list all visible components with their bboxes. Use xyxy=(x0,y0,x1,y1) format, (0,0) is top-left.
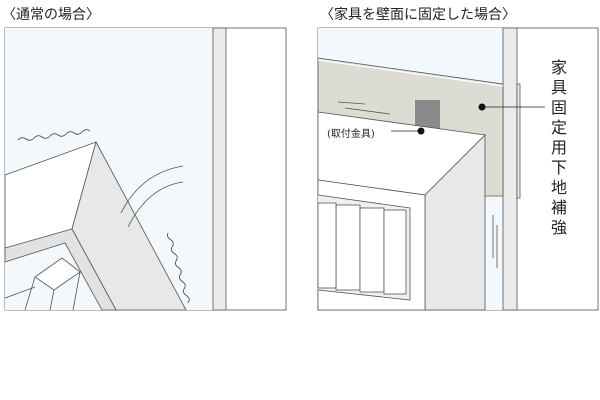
reinforcement-label: 家具固定用下地補強 xyxy=(550,58,567,237)
normal-case-illustration xyxy=(4,27,287,311)
bracket-label: (取付金具) xyxy=(327,129,375,140)
panel-title-fixed: 〈家具を壁面に固定した場合〉 xyxy=(320,7,516,23)
panel-title-normal: 〈通常の場合〉 xyxy=(2,7,100,23)
fixed-case-illustration xyxy=(317,27,599,311)
